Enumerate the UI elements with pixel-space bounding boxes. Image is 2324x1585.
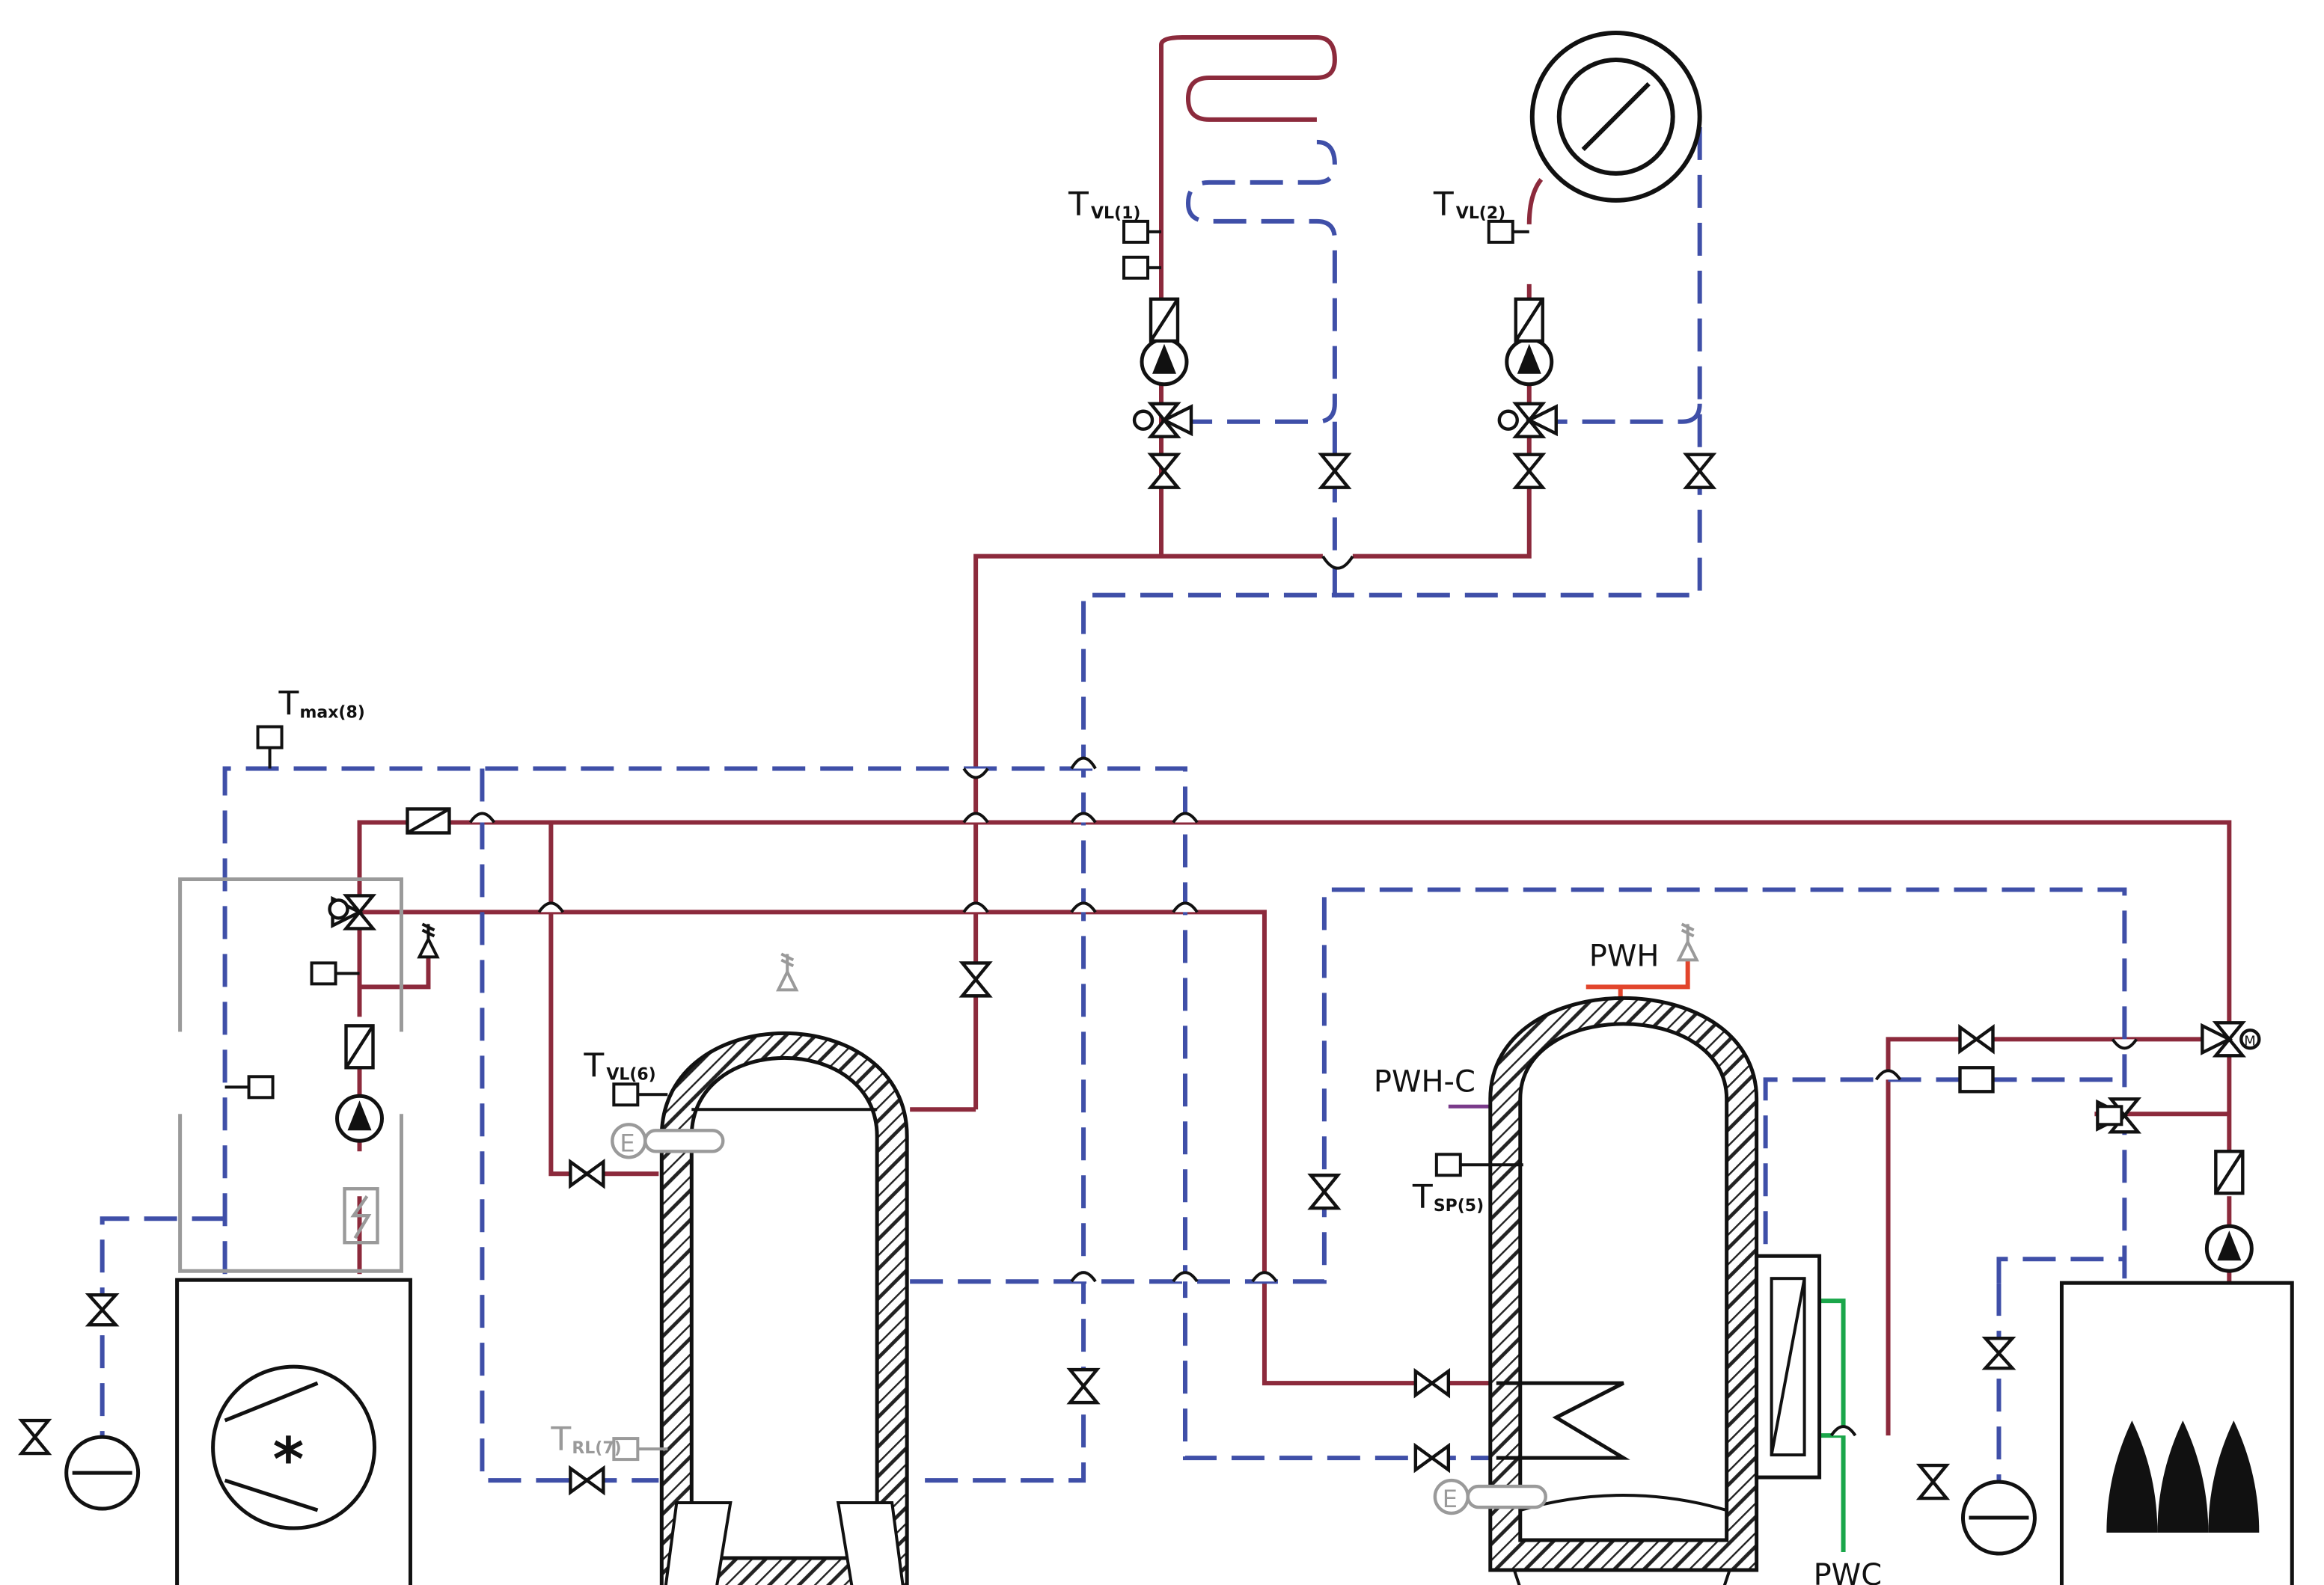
heat-pump[interactable]: * xyxy=(175,1278,412,1585)
safety-valve-icon xyxy=(417,922,440,959)
floor-heating-icon xyxy=(1167,30,1341,232)
gas-boiler[interactable] xyxy=(2059,1281,2294,1585)
t-rl7-main: T xyxy=(550,1420,571,1459)
pump-icon xyxy=(2217,1230,2242,1261)
pump-icon xyxy=(347,1100,372,1131)
radiator[interactable] xyxy=(1529,30,1702,203)
svg-text:*: * xyxy=(273,1425,305,1494)
t-max8-label: T max(8) xyxy=(278,685,365,723)
t-vl1-label: T VL(1) xyxy=(1068,186,1140,224)
pump-floor-heating[interactable] xyxy=(1140,337,1189,387)
t-rl7-sub: RL(7) xyxy=(572,1439,621,1458)
pwh-label: PWH xyxy=(1589,939,1660,973)
expansion-vessel-icon xyxy=(64,1435,2037,1556)
heat-exchanger[interactable] xyxy=(1755,1254,1822,1480)
t-vl2-main: T xyxy=(1433,186,1454,224)
pump-icon xyxy=(1517,343,1541,374)
temperature-sensor-icon xyxy=(224,219,2123,1177)
hot-water-tank-icon xyxy=(1518,1022,1729,1542)
pump-heat-pump[interactable] xyxy=(335,1094,384,1143)
buffer-tank-icon xyxy=(689,1056,879,1560)
radiator-icon xyxy=(1556,57,1675,176)
t-max8-main: T xyxy=(278,685,299,723)
t-vl1-sub: VL(1) xyxy=(1091,204,1140,223)
t-vl6-label: T VL(6) xyxy=(583,1046,655,1085)
t-vl6-main: T xyxy=(583,1046,604,1085)
pump-icon xyxy=(1152,343,1176,374)
m-label: M xyxy=(2244,1033,2256,1049)
check-valve-icon xyxy=(344,297,2245,1195)
e-label-hot-water: E xyxy=(1443,1485,1458,1513)
valve-icon[interactable] xyxy=(18,453,2016,1500)
temperature-sensor-icon xyxy=(612,1437,668,1462)
boiler-flame-icon xyxy=(2106,1420,2260,1533)
pump-boiler[interactable] xyxy=(2204,1224,2254,1273)
electric-heater-icon xyxy=(343,1187,379,1245)
t-max8-sub: max(8) xyxy=(300,704,365,723)
t-sp5-label: T SP(5) xyxy=(1412,1178,1484,1216)
t-vl2-sub: VL(2) xyxy=(1456,204,1505,223)
safety-valve-icon xyxy=(776,922,1699,992)
t-rl7-label: T RL(7) xyxy=(550,1420,621,1459)
pwc-label: PWC xyxy=(1814,1558,1883,1585)
pump-radiator[interactable] xyxy=(1505,337,1554,387)
t-sp5-main: T xyxy=(1412,1178,1433,1216)
heat-pump-module-frame xyxy=(178,877,403,1273)
buffer-tank[interactable] xyxy=(659,1031,909,1585)
pwh-c-label: PWH-C xyxy=(1374,1064,1476,1099)
t-vl6-sub: VL(6) xyxy=(606,1065,655,1084)
supply-pipes xyxy=(357,34,2232,1436)
t-vl1-main: T xyxy=(1068,186,1089,224)
electric-immersion-heater xyxy=(611,1123,1547,1515)
mixing-valve-icon[interactable] xyxy=(328,402,2261,1134)
hot-water-tank[interactable] xyxy=(1488,996,1759,1585)
e-label-buffer: E xyxy=(620,1129,634,1157)
t-vl2-label: T VL(2) xyxy=(1433,186,1505,224)
t-sp5-sub: SP(5) xyxy=(1434,1197,1484,1215)
pipe-crossovers xyxy=(468,555,2138,1437)
heat-pump-icon xyxy=(211,1364,376,1530)
